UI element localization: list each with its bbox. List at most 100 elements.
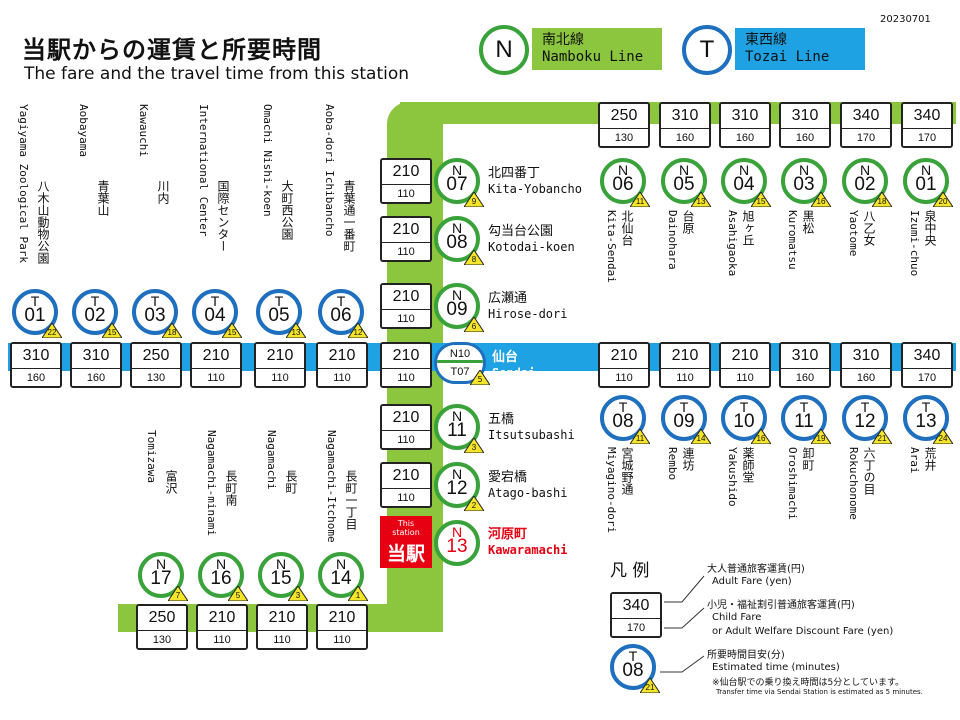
station-name-en: Izumi-chuo: [908, 210, 921, 277]
tozai-line-icon: T: [682, 25, 732, 75]
minutes-badge: 11: [630, 429, 650, 444]
station-name-en: International Center: [197, 104, 210, 237]
child-fare: 110: [318, 631, 366, 648]
minutes-triangle-icon: [464, 438, 484, 453]
child-fare: 110: [192, 369, 240, 386]
legend-child-en2: or Adult Welfare Discount Fare (yen): [712, 626, 894, 637]
minutes-triangle-icon: [464, 250, 484, 265]
this-station-label: 当駅: [386, 543, 425, 565]
legend-note-en: Transfer time via Sendai Station is esti…: [716, 688, 923, 696]
line-letter: T: [679, 399, 689, 415]
adult-fare: 210: [318, 606, 366, 631]
minutes-triangle-icon: [228, 586, 248, 601]
page-title: 当駅からの運賃と所要時間: [22, 36, 322, 64]
minutes-badge: 5: [228, 586, 248, 601]
child-fare: 130: [600, 129, 648, 146]
child-fare: 110: [661, 369, 709, 386]
child-fare: 160: [781, 369, 829, 386]
minutes-triangle-icon: [691, 192, 711, 207]
namboku-letter: N: [495, 36, 513, 63]
station-name-en: Aoba-dori Ichibancho: [323, 104, 336, 237]
adult-fare: 210: [258, 606, 306, 631]
child-fare: 110: [256, 369, 304, 386]
line-letter: T: [739, 399, 749, 415]
station-number: 02: [84, 305, 106, 326]
minutes-triangle-icon: [811, 192, 831, 207]
current-station-name-ja: 河原町: [488, 527, 528, 542]
station-number: 12: [854, 411, 876, 432]
child-fare: 130: [138, 631, 186, 648]
minutes-value: 15: [756, 197, 766, 206]
adult-fare: 250: [600, 104, 648, 129]
minutes-value: 20: [938, 197, 948, 206]
minutes-value: 13: [696, 197, 706, 206]
minutes-value: 16: [756, 434, 766, 443]
minutes-badge: 24: [933, 429, 953, 444]
station-name-ja: 宮城野通: [620, 447, 634, 495]
minutes-triangle-icon: [811, 429, 831, 444]
minutes-value: 24: [938, 434, 948, 443]
minutes-triangle-icon: [222, 323, 242, 338]
minutes-triangle-icon: [464, 192, 484, 207]
station-name-en: Aobayama: [77, 104, 90, 157]
minutes-badge: 15: [222, 323, 242, 338]
minutes-value: 22: [47, 328, 57, 337]
child-fare: 160: [12, 369, 60, 386]
adult-fare: 310: [12, 344, 60, 369]
station-name-en: Miyagino-dori: [605, 447, 618, 534]
station-name-en: Omachi Nishi-koen: [261, 104, 274, 217]
adult-fare: 310: [842, 344, 890, 369]
minutes-badge: 18: [872, 192, 892, 207]
sendai-code-n: N10: [437, 345, 483, 363]
station-number: 07: [446, 174, 468, 195]
minutes-triangle-icon: [162, 323, 182, 338]
station-name-ja: 北仙台: [620, 210, 634, 246]
line-letter: T: [274, 293, 284, 309]
legend-sample-fare: 340 170: [610, 592, 662, 638]
minutes-triangle-icon: [464, 496, 484, 511]
namboku-name-en: Namboku Line: [542, 49, 644, 65]
station-number: 06: [330, 305, 352, 326]
child-fare: 110: [382, 369, 430, 386]
station-name-ja: 広瀬通: [488, 291, 528, 306]
adult-fare: 210: [198, 606, 246, 631]
adult-fare: 340: [903, 104, 951, 129]
line-letter: T: [336, 293, 346, 309]
current-station-number: 13: [446, 536, 468, 557]
minutes-value: 15: [107, 328, 117, 337]
station-number: 17: [150, 568, 172, 589]
line-letter: T: [618, 399, 628, 415]
child-fare: 160: [781, 129, 829, 146]
line-letter: N: [859, 162, 871, 178]
minutes-badge: 18: [162, 323, 182, 338]
sendai-code-t: T07: [450, 366, 470, 378]
line-letter: N: [798, 162, 810, 178]
minutes-triangle-icon: [872, 192, 892, 207]
station-name-en: Arai: [908, 447, 921, 474]
station-name-ja: 北四番丁: [488, 166, 541, 181]
station-name-en: Rembo: [666, 447, 679, 481]
this-station-badge: This station 当駅: [380, 516, 432, 568]
line-letter: T: [90, 293, 100, 309]
adult-fare: 210: [600, 344, 648, 369]
station-name-ja: 薬師堂: [741, 447, 755, 483]
minutes-badge: 15: [102, 323, 122, 338]
station-name-en: Kuromatsu: [786, 210, 799, 270]
legend-sample-child: 170: [612, 619, 660, 636]
child-fare: 160: [661, 129, 709, 146]
